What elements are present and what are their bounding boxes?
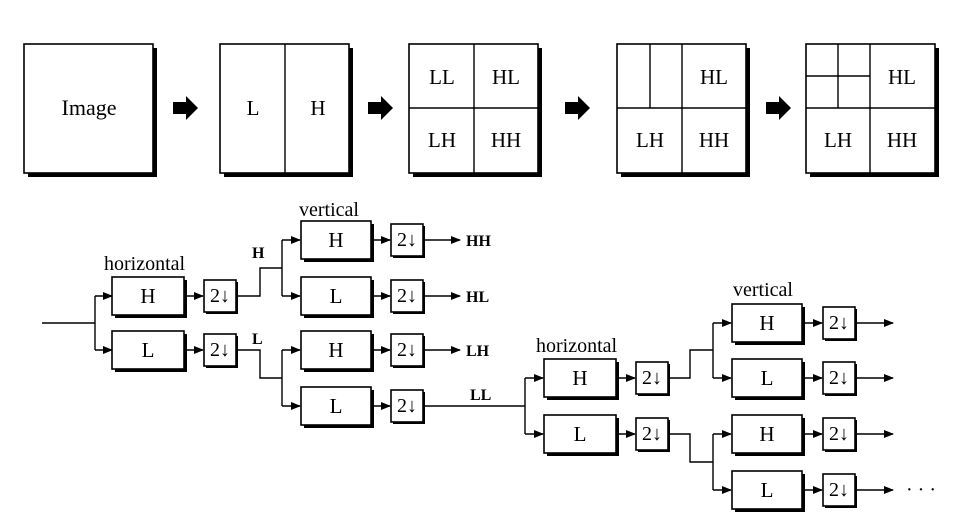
downsample-h1-label: 2↓ (210, 285, 230, 307)
downsample-v3h (822, 306, 856, 340)
downsample-hl-label: 2↓ (397, 285, 417, 307)
downsample-hl (390, 279, 424, 313)
filter-l-vertical-4-label: L (761, 478, 774, 502)
filter-l-vertical-3 (731, 358, 803, 398)
filter-l-vertical-1-label: L (330, 284, 343, 308)
stage3-label-hl: HL (492, 65, 520, 89)
stage5-label-hh: HH (887, 128, 917, 152)
filter-h-vertical-3 (731, 303, 803, 343)
output-ll: LL (470, 387, 491, 404)
stage2-label-l: L (247, 96, 260, 120)
downsample-ll (390, 389, 424, 423)
stage-arrow-3 (565, 96, 590, 120)
stage-lh-split: L H (219, 43, 353, 177)
stage-image-label: Image (62, 95, 117, 120)
downsample-v4h-label: 2↓ (829, 423, 849, 445)
downsample-h2 (635, 361, 669, 395)
downsample-l1-label: 2↓ (210, 339, 230, 361)
stage3-label-hh: HH (491, 128, 521, 152)
downsample-v3l-label: 2↓ (829, 367, 849, 389)
stage3-label-lh: LH (428, 128, 456, 152)
stage4-label-lh: LH (636, 128, 664, 152)
filter-l-horizontal (111, 330, 185, 370)
stage5-label-hl: HL (888, 65, 916, 89)
filter-h-horizontal-2 (543, 358, 617, 398)
stage-ll-vertical-split: HL LH HH (616, 43, 750, 177)
output-hh: HH (466, 233, 491, 250)
downsample-l1 (203, 333, 237, 367)
filter-l-vertical-4 (731, 470, 803, 510)
stage-image: Image (23, 43, 157, 177)
horizontal-label-2: horizontal (536, 335, 618, 357)
filter-l-vertical-2-label: L (330, 394, 343, 418)
downsample-h2-label: 2↓ (642, 367, 662, 389)
output-lh: LH (466, 343, 490, 360)
stage2-label-h: H (310, 96, 325, 120)
downsample-l2-label: 2↓ (642, 423, 662, 445)
stage-arrow-2 (368, 96, 393, 120)
stage-arrow-4 (766, 96, 791, 120)
stage-ll-quad-split: HL LH HH (805, 43, 939, 177)
filterbank-level1: horizontal H 2↓ L 2↓ H vertical H 2↓ HH (42, 199, 525, 428)
branch-label-l: L (252, 331, 263, 348)
filter-l-vertical-2 (300, 386, 372, 426)
filter-l-vertical-3-label: L (761, 366, 774, 390)
filter-l-horizontal-2-label: L (574, 422, 587, 446)
stage4-label-hh: HH (699, 128, 729, 152)
filterbank-level2: horizontal H 2↓ L 2↓ vertical H 2↓ (524, 279, 936, 512)
filter-l-vertical-1 (300, 276, 372, 316)
filter-h-vertical-1-label: H (328, 228, 343, 252)
downsample-ll-label: 2↓ (397, 395, 417, 417)
stage4-label-hl: HL (700, 65, 728, 89)
filter-h-vertical-3-label: H (759, 311, 774, 335)
downsample-v4h (822, 417, 856, 451)
stage5-label-lh: LH (824, 128, 852, 152)
filter-l-horizontal-label: L (142, 338, 155, 362)
stage3-label-ll: LL (429, 65, 455, 89)
filter-h-vertical-2 (300, 330, 372, 370)
stage-arrow-1 (173, 96, 198, 120)
filter-h-vertical-4 (731, 414, 803, 454)
stage-quad-split: LL HL LH HH (408, 43, 542, 177)
branch-label-h: H (252, 245, 265, 262)
filter-h-horizontal (111, 276, 185, 316)
horizontal-label: horizontal (104, 253, 186, 275)
filter-h-horizontal-label: H (140, 284, 155, 308)
downsample-hh-label: 2↓ (397, 229, 417, 251)
downsample-lh (390, 333, 424, 367)
output-hl: HL (466, 289, 489, 306)
vertical-label-2: vertical (733, 279, 793, 301)
filter-h-vertical-4-label: H (759, 422, 774, 446)
downsample-v3h-label: 2↓ (829, 312, 849, 334)
vertical-label: vertical (299, 199, 359, 221)
filter-l-horizontal-2 (543, 414, 617, 454)
filter-h-vertical-2-label: H (328, 338, 343, 362)
continuation-ellipsis: · · · (906, 479, 936, 501)
downsample-l2 (635, 417, 669, 451)
downsample-v4l-label: 2↓ (829, 479, 849, 501)
filter-h-vertical-1 (300, 220, 372, 260)
downsample-lh-label: 2↓ (397, 339, 417, 361)
filter-h-horizontal-2-label: H (572, 366, 587, 390)
downsample-hh (390, 223, 424, 257)
